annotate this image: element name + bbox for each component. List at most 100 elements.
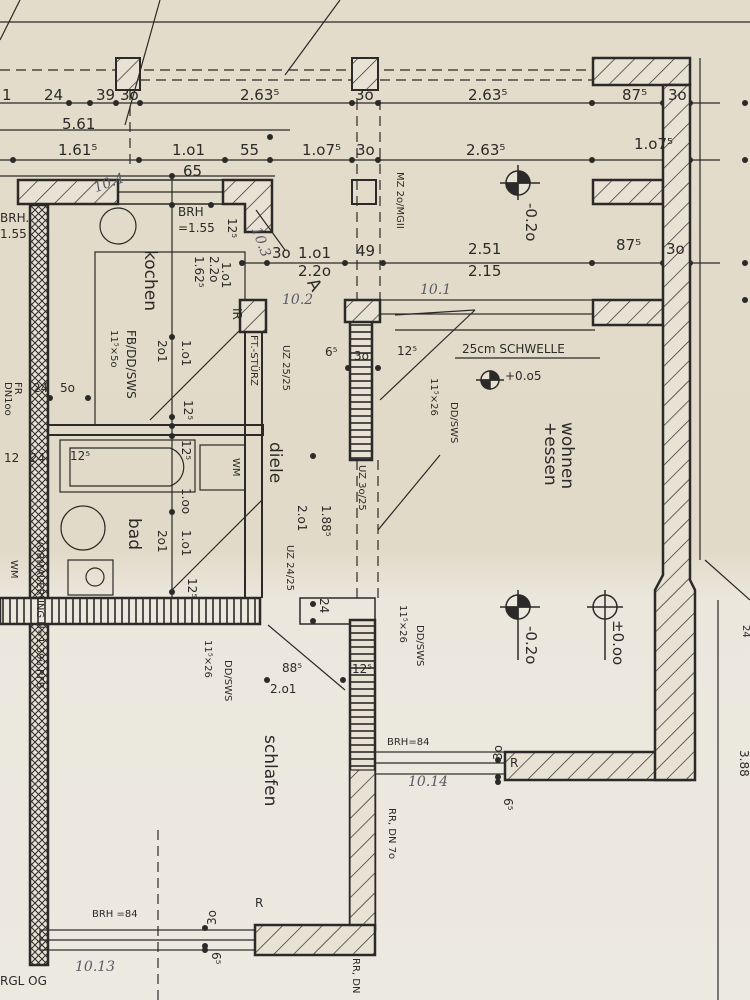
washing-machine-label: WM xyxy=(8,560,19,579)
lintel-label: UZ 24/25 xyxy=(284,545,295,591)
parapet-value: 1.55 xyxy=(0,227,27,241)
dimension-label: 2.2o xyxy=(298,262,332,280)
dimension-label: 2.o1 xyxy=(295,505,309,532)
dimension-label: 12⁵ xyxy=(185,578,199,599)
dimension-label: 12⁵ xyxy=(181,400,195,421)
level-label: +0.o5 xyxy=(505,369,542,383)
wall-note: VORMAUERUNG H=1.39ü.RFB xyxy=(34,538,45,689)
dimension-label: 1.o7⁵ xyxy=(302,141,342,159)
door-size-label: 11⁵×5o xyxy=(108,330,119,368)
level-label: -0.2o xyxy=(522,203,540,242)
threshold-label: 25cm SCHWELLE xyxy=(462,342,565,356)
dimension-label: 3o xyxy=(666,240,685,258)
dimension-label: 65 xyxy=(183,162,203,180)
dimension-label: 6⁵ xyxy=(325,345,338,359)
dimension-label: 1 xyxy=(2,86,12,104)
dimension-label: 3o xyxy=(354,349,369,363)
lintel-label: FT.-STÜRZ xyxy=(248,335,259,386)
room-label-diele: diele xyxy=(265,442,285,484)
parapet-label: BRH xyxy=(178,205,204,219)
dimension-label: 49 xyxy=(356,242,376,260)
room-label-wohnen: wohnen xyxy=(557,422,577,490)
door-type-label: DD/SWS xyxy=(222,660,233,702)
ir-label: IR xyxy=(230,308,244,320)
door-size-label: 11⁵×26 xyxy=(397,605,408,643)
washing-machine-label: WM xyxy=(230,458,241,477)
reveal-label: R xyxy=(510,756,519,770)
dimension-label: 2.63⁵ xyxy=(466,141,506,159)
dimension-label: 12⁵ xyxy=(352,662,373,676)
dimension-label: 2o1 xyxy=(155,340,169,363)
pipe-label: RR, DN xyxy=(350,958,361,994)
dimension-label: 1.o1 xyxy=(172,141,206,159)
dimension-label: 24 xyxy=(317,598,331,614)
door-type-label: DD/SWS xyxy=(448,402,459,444)
dimension-label: 6⁵ xyxy=(501,798,515,811)
dimension-label: 2o1 xyxy=(155,530,169,553)
reveal-label: R xyxy=(255,896,264,910)
dimension-label: 12 xyxy=(4,451,20,465)
dimension-label: 2.63⁵ xyxy=(468,86,508,104)
door-type-label: FB/DD/SWS xyxy=(124,330,138,399)
dimension-label: 1.o7⁵ xyxy=(634,135,674,153)
dimension-label: 12⁵ xyxy=(225,218,239,239)
dimension-label: 3o xyxy=(272,244,291,262)
dimension-label: 1.oo xyxy=(179,488,193,515)
door-size-label: 11⁵×26 xyxy=(202,640,213,678)
dimension-label: 12⁵ xyxy=(397,344,418,358)
dimension-label: 3o xyxy=(205,910,219,925)
dimension-label: 1.o1 xyxy=(298,244,332,262)
dimension-label: 39 xyxy=(96,86,116,104)
dimension-label: 24 xyxy=(44,86,64,104)
handwritten-note: 10.13 xyxy=(75,959,116,975)
dimension-label: 87⁵ xyxy=(622,86,648,104)
dimension-label: 87⁵ xyxy=(616,236,642,254)
dimension-label: 12⁵ xyxy=(70,449,91,463)
door-type-label: DD/SWS xyxy=(414,625,425,667)
pipe-label: RR, DN 7o xyxy=(386,808,397,860)
dimension-label: 1.o1 xyxy=(179,530,193,557)
level-label: ±0.oo xyxy=(609,620,627,666)
dimension-label: 12⁵ xyxy=(179,440,193,461)
lintel-label: UZ 25/25 xyxy=(280,345,291,391)
dimension-label: 3.88 xyxy=(737,750,750,777)
level-marker-icon xyxy=(476,370,504,390)
handwritten-note: 10.14 xyxy=(408,774,449,790)
dimension-label: 1.88⁵ xyxy=(319,505,333,537)
dimension-label: 2.51 xyxy=(468,240,502,258)
dimension-label: 1.o1 xyxy=(219,262,233,289)
dimension-label: 6⁵ xyxy=(209,952,223,965)
dimension-label: 24 xyxy=(33,381,49,395)
dimension-label: 5.61 xyxy=(62,115,96,133)
room-label-schlafen: schlafen xyxy=(260,735,280,807)
dimension-label: 24 xyxy=(30,451,46,465)
dimension-label: 24 xyxy=(740,625,750,638)
dimension-label: 1.61⁵ xyxy=(58,141,98,159)
wall-type-label: MZ 2o/MGII xyxy=(394,172,405,229)
parapet-label: BRH=84 xyxy=(387,737,430,748)
handwritten-note: 10.2 xyxy=(282,292,314,308)
dimension-label: 2.15 xyxy=(468,262,502,280)
dimension-label: 2.o1 xyxy=(270,682,297,696)
dimension-label: 3o xyxy=(491,745,505,760)
dimension-label: 55 xyxy=(240,141,260,159)
dimension-label: 2.63⁵ xyxy=(240,86,280,104)
dimension-label: 1.o1 xyxy=(179,340,193,367)
dimension-label: 5o xyxy=(60,381,75,395)
dimension-label: 1.62⁵ xyxy=(192,256,206,288)
room-label-essen: +essen xyxy=(540,422,560,486)
parapet-label: BRH =84 xyxy=(92,909,138,920)
dimension-label: 88⁵ xyxy=(282,661,303,675)
level-label: -0.2o xyxy=(522,626,540,665)
door-size-label: 11⁵×26 xyxy=(428,378,439,416)
room-label-bad: bad xyxy=(124,518,144,550)
dimension-label: 3o xyxy=(120,86,139,104)
dimension-label: 3o xyxy=(355,86,374,104)
lintel-label: UZ 3o/25 xyxy=(356,465,367,511)
handwritten-note: 10.1 xyxy=(420,282,452,298)
pipe-label: DN1oo xyxy=(2,382,13,416)
level-marker-icon xyxy=(500,590,540,660)
room-label-kochen: kochen xyxy=(140,250,160,311)
level-marker-icon xyxy=(587,590,623,660)
